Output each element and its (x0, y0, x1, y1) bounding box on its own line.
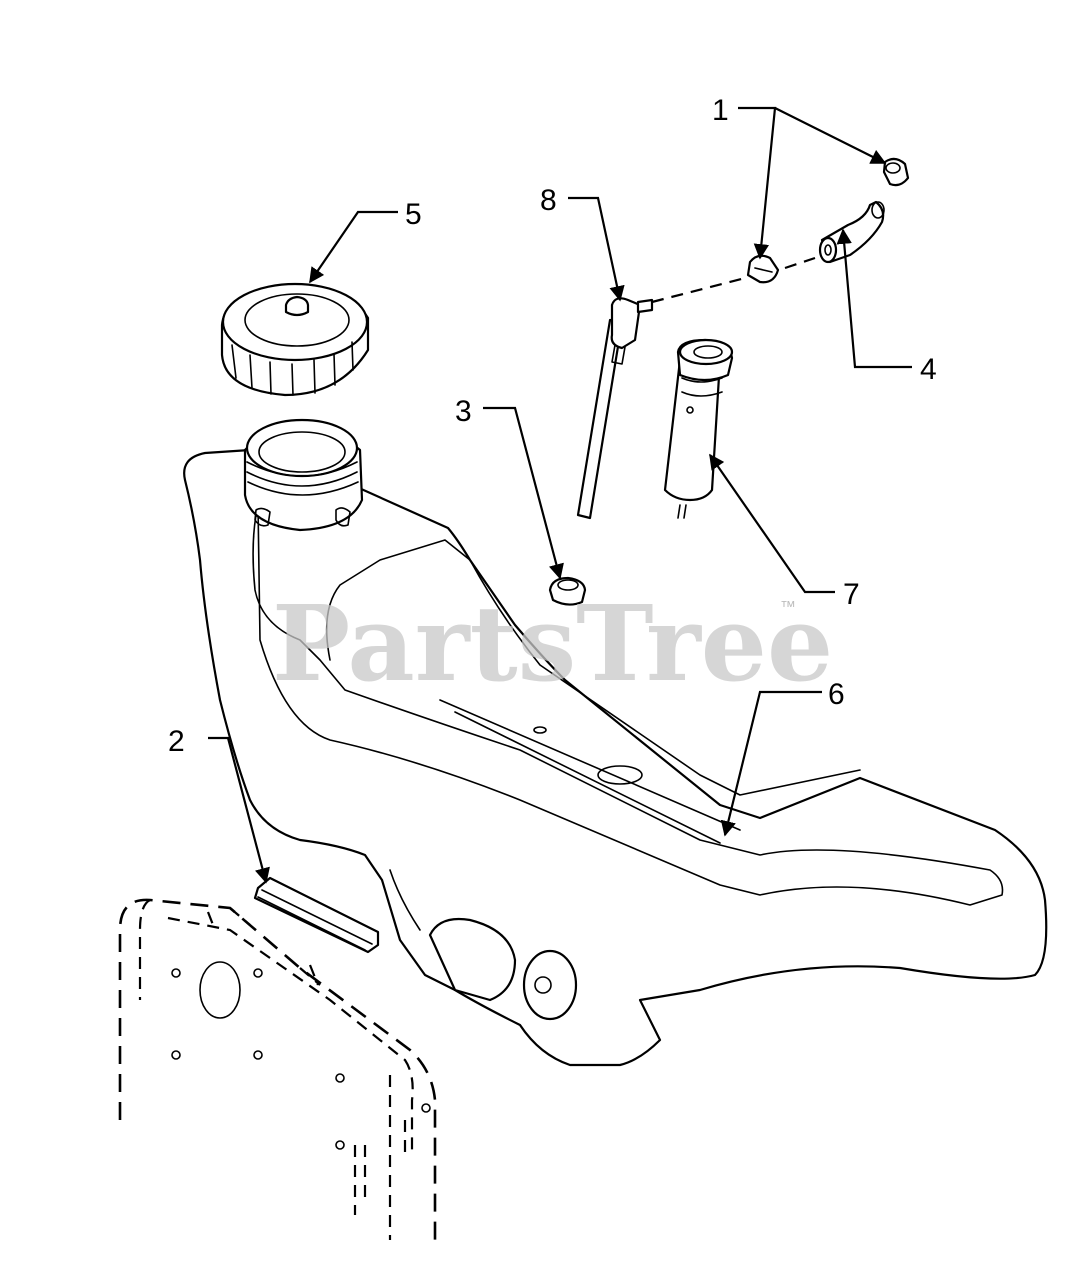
sender-port (597, 765, 643, 785)
callout-2[interactable]: 2 (168, 725, 185, 758)
grommet[interactable] (548, 576, 587, 606)
foam-strip[interactable] (253, 876, 380, 954)
callout-8[interactable]: 8 (540, 184, 557, 217)
callout-6[interactable]: 6 (828, 678, 845, 711)
frame-hole-large (199, 961, 241, 1019)
watermark-text: PartsTree (272, 582, 833, 705)
hose-path (651, 276, 746, 304)
callout-4[interactable]: 4 (920, 353, 937, 386)
hose-path-2 (784, 256, 816, 270)
hose-clamp[interactable] (746, 254, 780, 284)
leader-lines (208, 106, 912, 884)
fuel-gauge-sender[interactable] (663, 338, 734, 519)
fuel-pickup-tube[interactable] (576, 297, 654, 520)
callout-7[interactable]: 7 (843, 578, 860, 611)
fuel-cap[interactable] (220, 282, 370, 397)
fuel-hose[interactable] (818, 200, 885, 264)
watermark-trademark: ™ (780, 599, 796, 616)
fuel-tank[interactable] (183, 448, 1048, 1067)
frame-outline (118, 898, 437, 1240)
callout-5[interactable]: 5 (405, 198, 422, 231)
filler-neck (243, 418, 364, 532)
hose-clamp-upper[interactable] (882, 157, 910, 187)
callout-3[interactable]: 3 (455, 395, 472, 428)
callout-1[interactable]: 1 (712, 94, 729, 127)
